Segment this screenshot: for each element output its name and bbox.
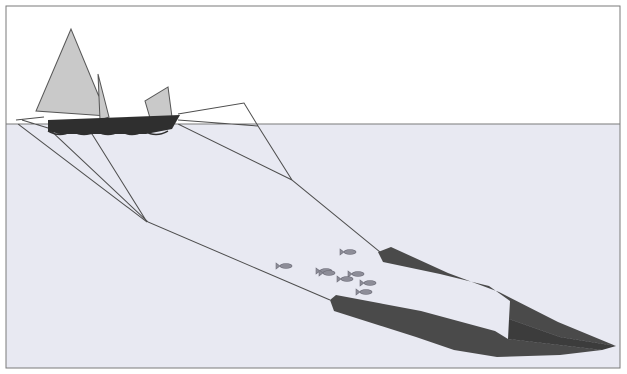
left-warp-rope xyxy=(21,119,331,301)
boat-hull xyxy=(48,115,180,134)
left-boom xyxy=(15,116,45,121)
sky xyxy=(6,6,620,124)
right-lower-rope xyxy=(177,123,293,181)
diagram-frame xyxy=(5,5,621,369)
main-sail xyxy=(35,27,108,117)
fish-icon xyxy=(336,275,354,283)
fish-icon xyxy=(347,270,365,278)
fish-icon xyxy=(355,288,373,296)
fish-school xyxy=(275,248,377,296)
net-cod-end xyxy=(508,319,616,350)
net-upper-wing xyxy=(378,247,616,346)
tow-ropes xyxy=(15,102,381,301)
fish-icon xyxy=(318,269,336,277)
left-lower-rope xyxy=(17,123,148,223)
right-upper-rope xyxy=(177,119,259,127)
sailing-boat xyxy=(35,27,180,136)
fish-icon xyxy=(339,248,357,256)
fish-icon xyxy=(359,279,377,287)
net-lower-wing xyxy=(330,295,602,357)
trawl-net xyxy=(330,247,616,357)
fish-icon xyxy=(275,262,293,270)
wake-waves xyxy=(47,130,169,136)
